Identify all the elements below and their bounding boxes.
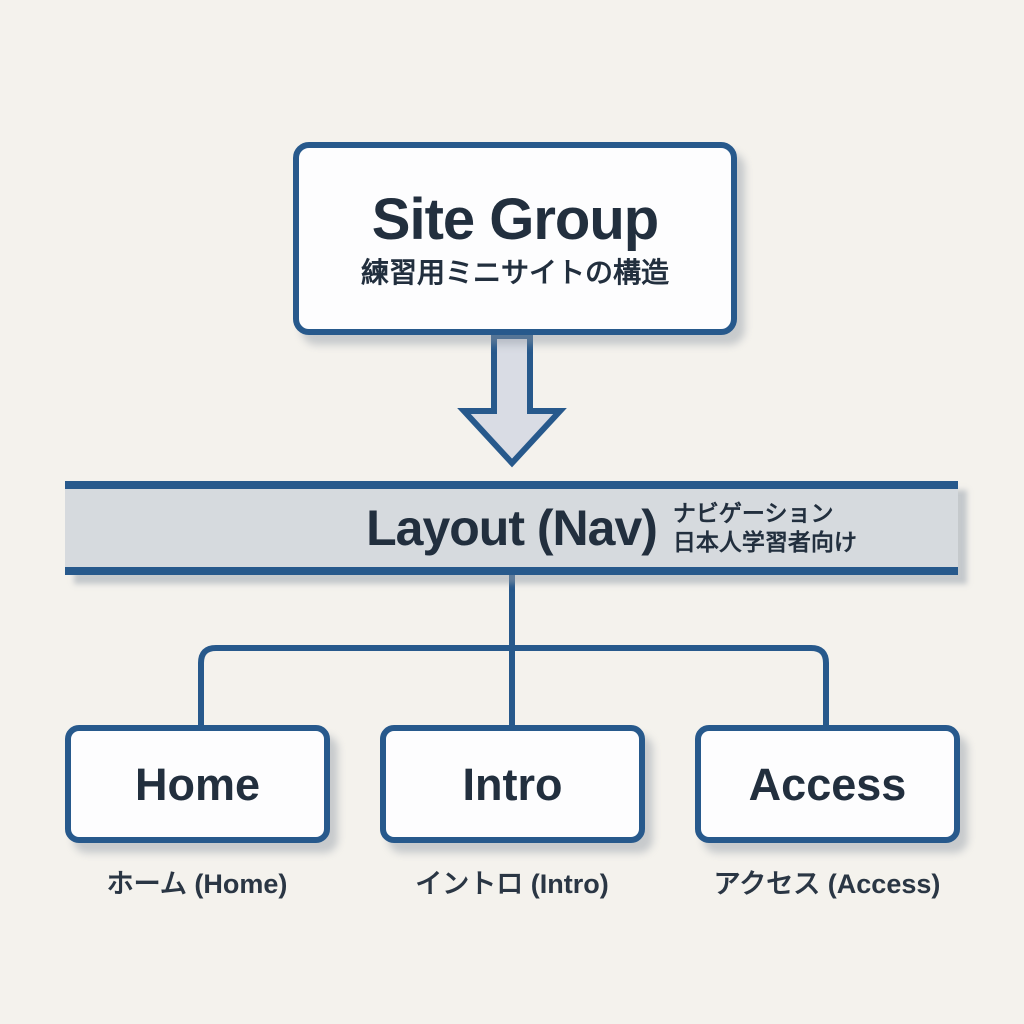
- root-node-site-group: Site Group 練習用ミニサイトの構造: [293, 142, 737, 335]
- caption-home: ホーム (Home): [106, 869, 288, 899]
- layout-nav-note-line2: 日本人学習者向け: [672, 529, 857, 555]
- layout-nav-title: Layout (Nav): [366, 500, 658, 556]
- layout-nav-note: ナビゲーション 日本人学習者向け: [673, 499, 857, 557]
- root-node-title: Site Group: [371, 186, 659, 252]
- root-node-subtitle: 練習用ミニサイトの構造: [360, 256, 669, 288]
- tree-connector-branch: [198, 645, 829, 725]
- caption-intro: イントロ (Intro): [415, 869, 609, 899]
- layout-nav-note-line1: ナビゲーション: [672, 500, 834, 527]
- child-node-intro: Intro: [380, 725, 645, 843]
- child-node-title: Access: [748, 758, 907, 810]
- down-block-arrow-icon: [457, 333, 567, 468]
- caption-access: アクセス (Access): [713, 869, 941, 899]
- child-node-title: Home: [134, 758, 261, 810]
- child-node-title: Intro: [462, 758, 563, 810]
- child-node-access: Access: [695, 725, 960, 843]
- layout-nav-bar: Layout (Nav) ナビゲーション 日本人学習者向け: [65, 481, 958, 575]
- layout-nav-content: Layout (Nav) ナビゲーション 日本人学習者向け: [366, 499, 857, 557]
- child-node-home: Home: [65, 725, 330, 843]
